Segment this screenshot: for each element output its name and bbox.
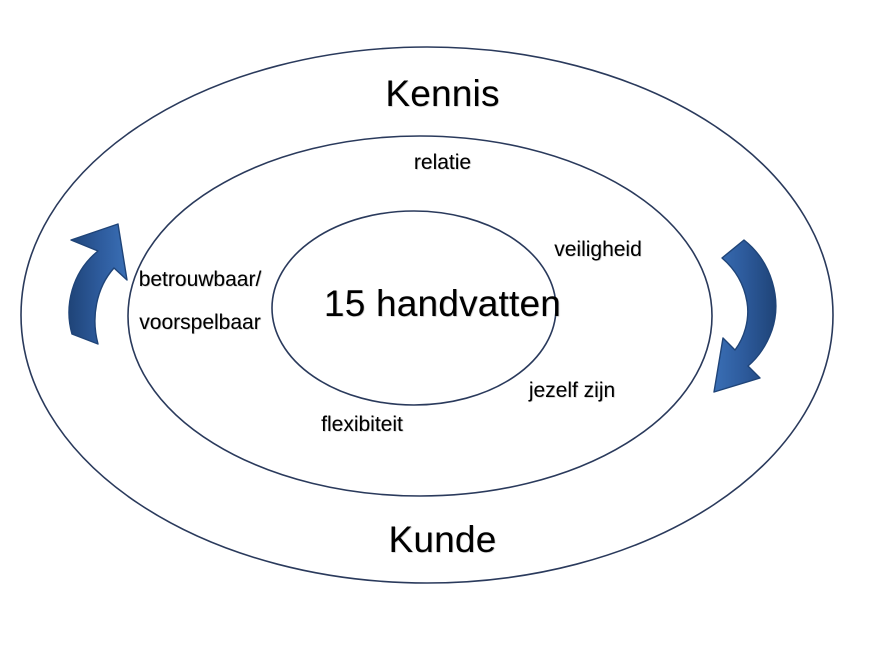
outer-ring-label-bottom: Kunde xyxy=(388,519,497,560)
middle-ring-label-relatie: relatie xyxy=(413,151,472,174)
middle-ring-label-veiligheid: veiligheid xyxy=(554,238,642,261)
middle-ring-label-jezelf-zijn: jezelf zijn xyxy=(528,379,616,402)
right-curved-arrow-icon xyxy=(713,239,777,393)
label-line-betrouwbaar: betrouwbaar/ xyxy=(138,268,262,291)
outer-ellipse xyxy=(20,46,834,584)
label-line-voorspelbaar: voorspelbaar xyxy=(139,311,261,335)
middle-ellipse xyxy=(127,135,713,497)
inner-ellipse xyxy=(271,210,557,406)
center-label: 15 handvatten xyxy=(323,283,562,324)
left-curved-arrow-icon xyxy=(68,223,128,345)
middle-ring-label-flexibiteit: flexibiteit xyxy=(321,413,403,436)
middle-ring-label-betrouwbaar-voorspelbaar: betrouwbaar/ voorspelbaar xyxy=(80,258,320,344)
outer-ring-label-top: Kennis xyxy=(385,73,500,114)
